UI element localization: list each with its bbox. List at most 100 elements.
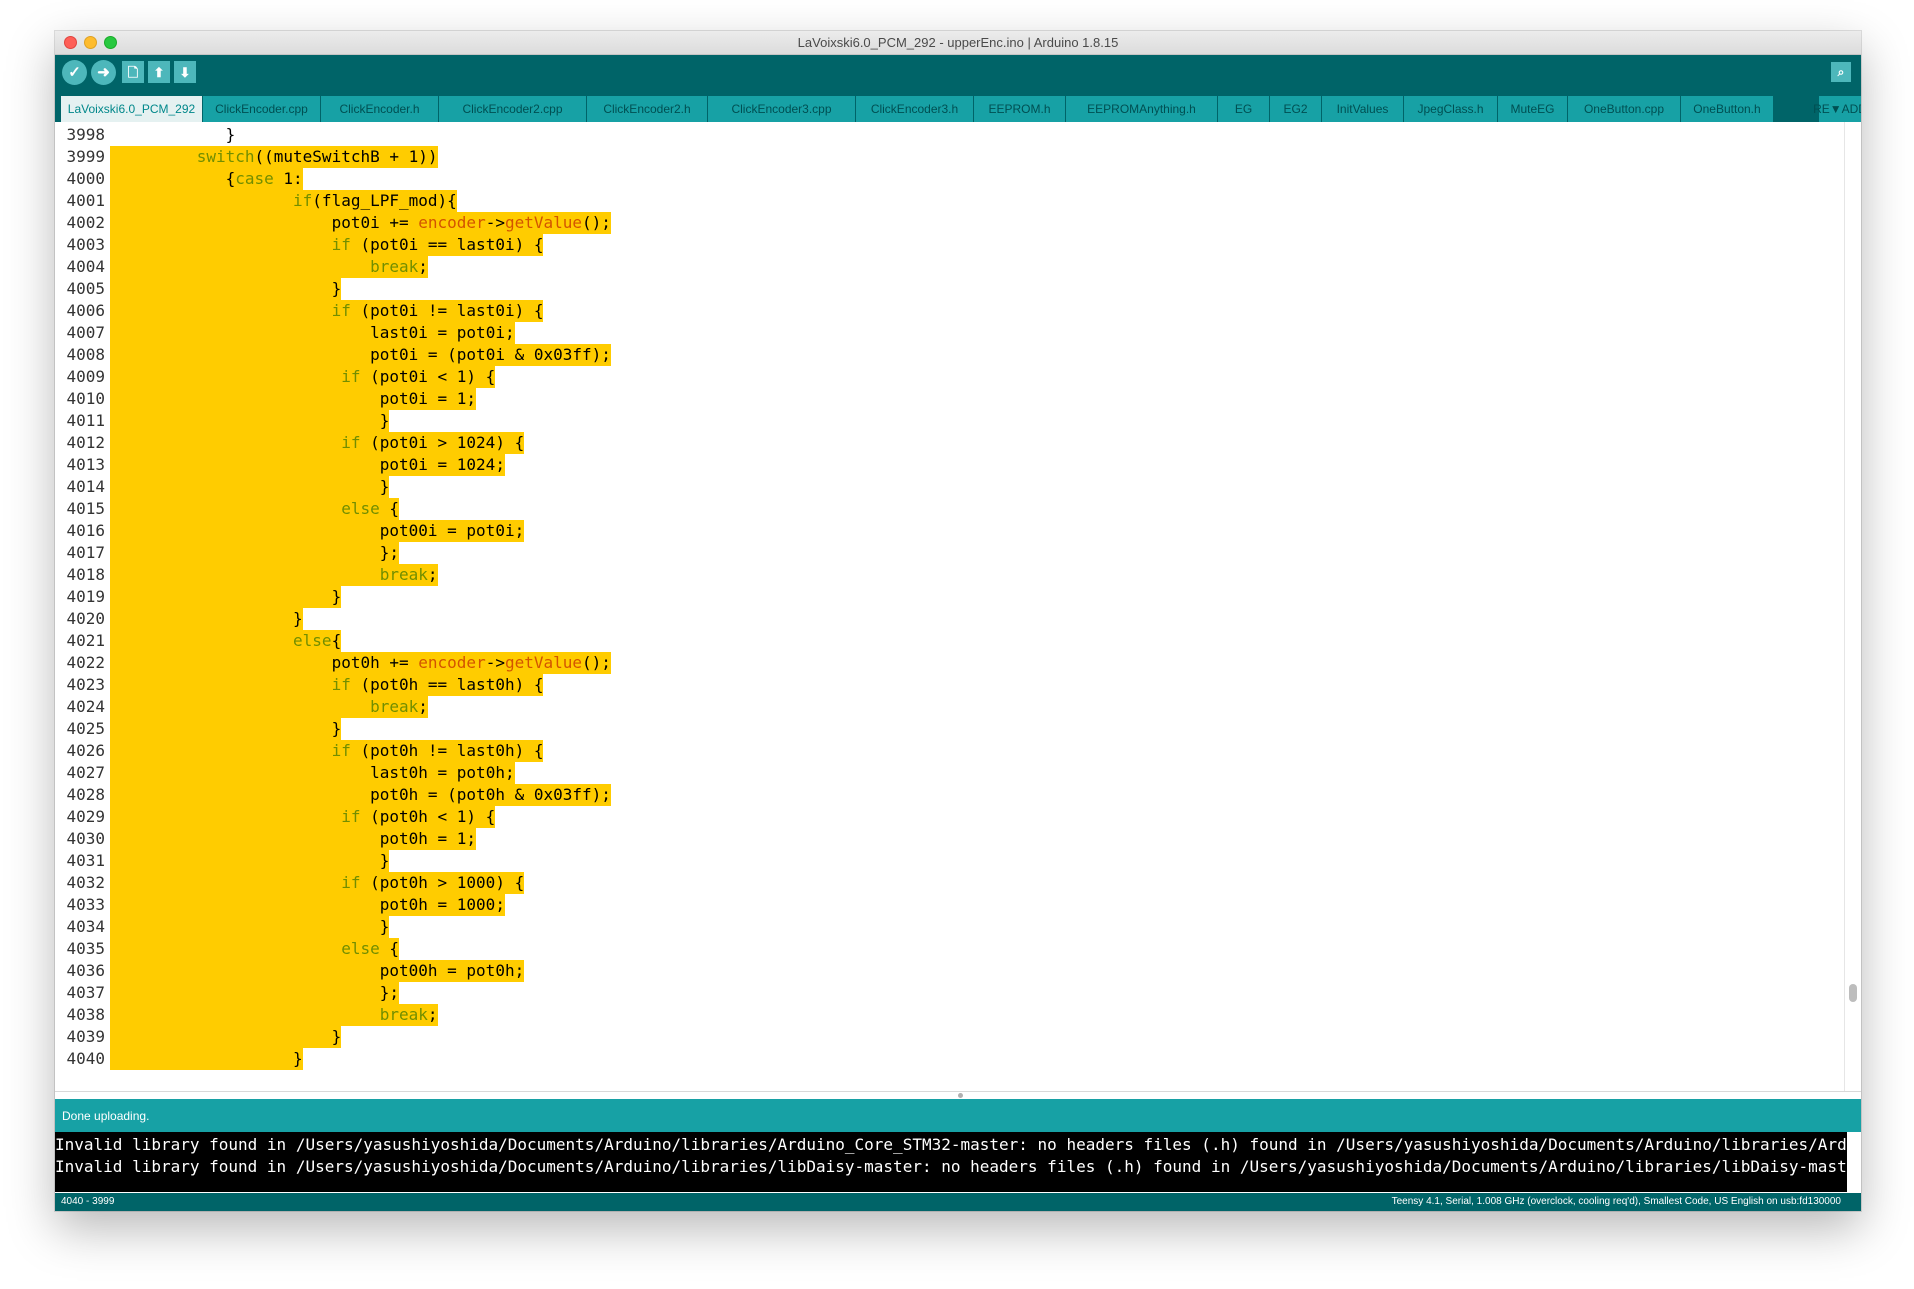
open-sketch-button[interactable]: ⬆	[148, 61, 170, 83]
code-indent	[110, 697, 370, 716]
code-line[interactable]: last0h = pot0h;	[110, 762, 515, 784]
tab-clickencoder-cpp[interactable]: ClickEncoder.cpp	[203, 96, 321, 122]
editor-vertical-scrollbar[interactable]	[1844, 122, 1861, 1091]
console-vertical-scrollbar[interactable]	[1847, 1132, 1861, 1192]
keyword-token: if	[341, 873, 361, 892]
code-line[interactable]: else {	[110, 498, 399, 520]
tab-eepromanything-h[interactable]: EEPROMAnything.h	[1066, 96, 1218, 122]
status-bar: Done uploading.	[55, 1099, 1861, 1132]
code-line[interactable]: pot0h = 1;	[110, 828, 477, 850]
code-line[interactable]: }	[110, 608, 303, 630]
tab-clickencoder3-h[interactable]: ClickEncoder3.h	[856, 96, 974, 122]
code-line[interactable]: break;	[110, 696, 428, 718]
code-line[interactable]: pot0i = 1024;	[110, 454, 505, 476]
tab-jpegclass-h[interactable]: JpegClass.h	[1404, 96, 1498, 122]
editor-scroll-thumb[interactable]	[1849, 984, 1857, 1002]
tab-onebutton-cpp[interactable]: OneButton.cpp	[1568, 96, 1681, 122]
code-line[interactable]: switch((muteSwitchB + 1))	[110, 146, 438, 168]
code-line[interactable]: if (pot0h > 1000) {	[110, 872, 525, 894]
code-line[interactable]: if (pot0i > 1024) {	[110, 432, 525, 454]
tab-clickencoder2-cpp[interactable]: ClickEncoder2.cpp	[439, 96, 587, 122]
new-sketch-button[interactable]: 🗋	[122, 61, 144, 83]
tab-eg2[interactable]: EG2	[1270, 96, 1322, 122]
code-line[interactable]: pot0i = 1;	[110, 388, 477, 410]
code-token: (pot0i != last0i) {	[350, 301, 544, 320]
code-indent	[110, 521, 380, 540]
title-bar[interactable]: LaVoixski6.0_PCM_292 - upperEnc.ino | Ar…	[55, 31, 1861, 55]
code-indent	[110, 741, 332, 760]
line-number: 4007	[66, 323, 105, 342]
code-line[interactable]: }	[110, 916, 390, 938]
tab-eg[interactable]: EG	[1218, 96, 1270, 122]
line-number: 4035	[66, 939, 105, 958]
close-window-button[interactable]	[64, 36, 77, 49]
code-text-area[interactable]: } switch((muteSwitchB + 1)) {case 1: if(…	[110, 122, 1845, 1091]
code-line[interactable]: }	[110, 124, 236, 146]
tab-lavoixski6-0-pcm-292[interactable]: LaVoixski6.0_PCM_292	[61, 96, 203, 122]
code-line[interactable]: break;	[110, 564, 438, 586]
tab-eeprom-h[interactable]: EEPROM.h	[974, 96, 1066, 122]
code-line[interactable]: }	[110, 586, 342, 608]
tab-menu-button[interactable]: RE▼ADD	[1813, 96, 1861, 122]
code-line[interactable]: }	[110, 278, 342, 300]
code-line[interactable]: }	[110, 718, 342, 740]
code-line[interactable]: else {	[110, 938, 399, 960]
line-number: 3998	[66, 125, 105, 144]
code-indent	[110, 785, 370, 804]
code-line[interactable]: pot00h = pot0h;	[110, 960, 525, 982]
tab-onebutton-h[interactable]: OneButton.h	[1681, 96, 1774, 122]
code-line[interactable]: if (pot0i == last0i) {	[110, 234, 544, 256]
minimize-window-button[interactable]	[84, 36, 97, 49]
code-line[interactable]: if (pot0i < 1) {	[110, 366, 496, 388]
function-token: getValue	[504, 213, 583, 232]
tab-clickencoder2-h[interactable]: ClickEncoder2.h	[587, 96, 708, 122]
code-line[interactable]: last0i = pot0i;	[110, 322, 515, 344]
keyword-token: if	[331, 741, 351, 760]
code-line[interactable]: if(flag_LPF_mod){	[110, 190, 457, 212]
code-token: ;	[418, 257, 428, 276]
tab-clickencoder3-cpp[interactable]: ClickEncoder3.cpp	[708, 96, 856, 122]
code-line[interactable]: }	[110, 1026, 342, 1048]
tab-clickencoder-h[interactable]: ClickEncoder.h	[321, 96, 439, 122]
code-line[interactable]: if (pot0h == last0h) {	[110, 674, 544, 696]
code-line[interactable]: }	[110, 850, 390, 872]
tab-initvalues[interactable]: InitValues	[1322, 96, 1404, 122]
line-number: 4036	[66, 961, 105, 980]
code-line[interactable]: if (pot0i != last0i) {	[110, 300, 544, 322]
code-line[interactable]: pot0i += encoder->getValue();	[110, 212, 611, 234]
serial-monitor-button[interactable]: ⌕	[1831, 62, 1851, 82]
upload-button[interactable]: ➜	[91, 60, 116, 85]
code-token: }	[379, 477, 390, 496]
code-line[interactable]: pot0h = 1000;	[110, 894, 505, 916]
code-indent	[110, 631, 293, 650]
code-indent	[110, 191, 293, 210]
code-indent	[110, 389, 380, 408]
divider-handle-icon[interactable]	[958, 1093, 963, 1098]
keyword-token: else	[341, 939, 380, 958]
code-line[interactable]: pot00i = pot0i;	[110, 520, 525, 542]
code-line[interactable]: {case 1:	[110, 168, 303, 190]
code-line[interactable]: break;	[110, 256, 428, 278]
line-number: 4028	[66, 785, 105, 804]
code-line[interactable]: }	[110, 476, 390, 498]
save-sketch-button[interactable]: ⬇	[174, 61, 196, 83]
code-line[interactable]: };	[110, 982, 399, 1004]
verify-button[interactable]: ✓	[62, 60, 87, 85]
code-line[interactable]: }	[110, 1048, 303, 1070]
code-line[interactable]: pot0i = (pot0i & 0x03ff);	[110, 344, 611, 366]
code-line[interactable]: if (pot0h != last0h) {	[110, 740, 544, 762]
code-line[interactable]: break;	[110, 1004, 438, 1026]
code-line[interactable]: if (pot0h < 1) {	[110, 806, 496, 828]
code-line[interactable]: }	[110, 410, 390, 432]
console-output[interactable]: Invalid library found in /Users/yasushiy…	[55, 1132, 1861, 1192]
code-token: }	[379, 917, 390, 936]
pane-divider[interactable]	[55, 1091, 1861, 1100]
code-line[interactable]: else{	[110, 630, 342, 652]
code-line[interactable]: pot0h = (pot0h & 0x03ff);	[110, 784, 611, 806]
zoom-window-button[interactable]	[104, 36, 117, 49]
code-indent	[110, 829, 380, 848]
code-line[interactable]: };	[110, 542, 399, 564]
tab-muteeg[interactable]: MuteEG	[1498, 96, 1568, 122]
code-line[interactable]: pot0h += encoder->getValue();	[110, 652, 611, 674]
